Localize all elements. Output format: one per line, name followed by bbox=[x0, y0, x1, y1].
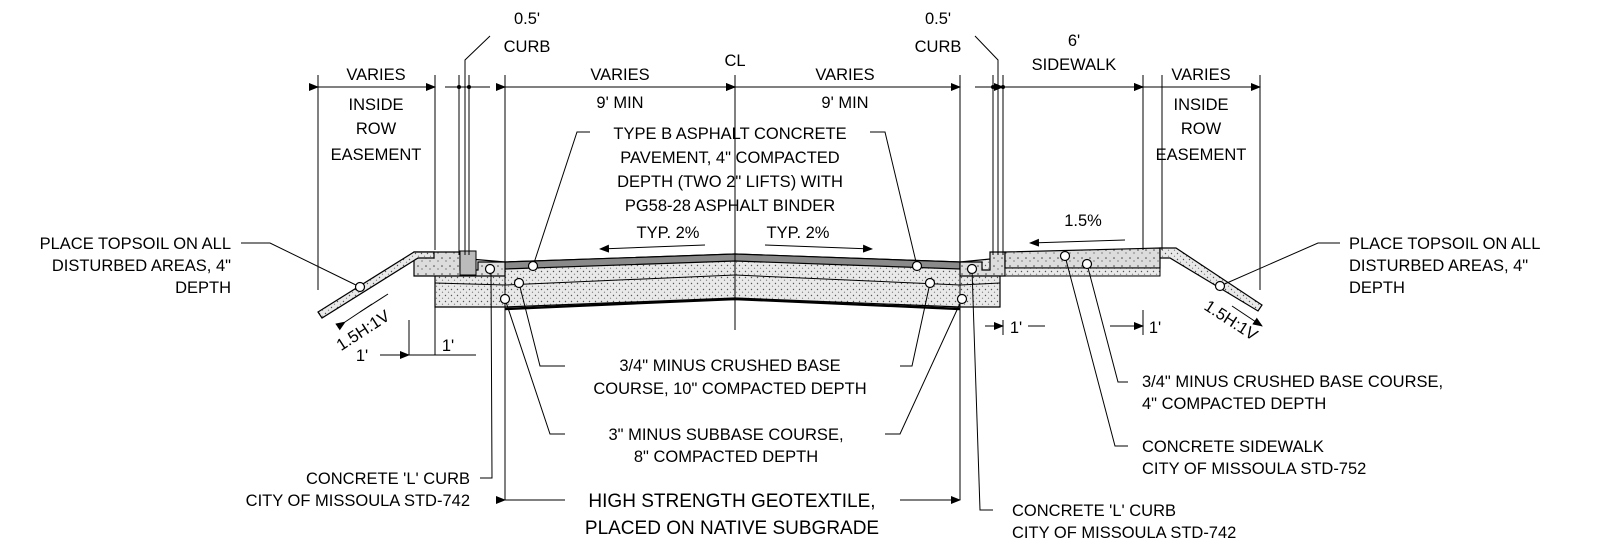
varies-lane-left: VARIES bbox=[590, 66, 649, 84]
asphalt-line-2: PAVEMENT, 4" COMPACTED bbox=[620, 149, 840, 167]
min-lane-right: 9' MIN bbox=[821, 94, 868, 112]
curb-left-word: CURB bbox=[504, 38, 551, 56]
right-curb bbox=[959, 251, 1006, 277]
asphalt-line-4: PG58-28 ASPHALT BINDER bbox=[625, 197, 835, 215]
base-line-1: 3/4" MINUS CRUSHED BASE bbox=[619, 357, 840, 375]
callout-leaders bbox=[241, 131, 1340, 511]
row-right: ROW bbox=[1181, 120, 1222, 138]
geotextile-line-2: PLACED ON NATIVE SUBGRADE bbox=[585, 518, 879, 539]
curb-left-callout-1: CONCRETE 'L' CURB bbox=[306, 470, 470, 488]
varies-left: VARIES bbox=[346, 66, 405, 84]
varies-right: VARIES bbox=[1171, 66, 1230, 84]
inside-left: INSIDE bbox=[348, 96, 403, 114]
asphalt-line-3: DEPTH (TWO 2" LIFTS) WITH bbox=[617, 173, 843, 191]
base-line-2: COURSE, 10" COMPACTED DEPTH bbox=[593, 380, 866, 398]
curb-leaders bbox=[464, 35, 999, 255]
inside-right: INSIDE bbox=[1173, 96, 1228, 114]
sidewalk-concrete-1: CONCRETE SIDEWALK bbox=[1142, 438, 1324, 456]
slope-left-label: TYP. 2% bbox=[637, 224, 700, 242]
topsoil-right-2: DISTURBED AREAS, 4" bbox=[1349, 257, 1528, 275]
curb-left-callout-2: CITY OF MISSOULA STD-742 bbox=[246, 492, 470, 510]
min-lane-left: 9' MIN bbox=[596, 94, 643, 112]
left-curb bbox=[413, 250, 506, 277]
curb-right-callout-2: CITY OF MISSOULA STD-742 bbox=[1012, 524, 1236, 542]
dimension-lines bbox=[309, 83, 1261, 504]
sidewalk bbox=[1004, 247, 1161, 277]
curb-right-word: CURB bbox=[915, 38, 962, 56]
sidewalk-slope-label: 1.5% bbox=[1064, 212, 1102, 230]
one-ft-d: 1' bbox=[1149, 319, 1161, 337]
sidewalk-concrete-2: CITY OF MISSOULA STD-752 bbox=[1142, 460, 1366, 478]
topsoil-right-1: PLACE TOPSOIL ON ALL bbox=[1349, 235, 1540, 253]
easement-left: EASEMENT bbox=[331, 146, 422, 164]
varies-lane-right: VARIES bbox=[815, 66, 874, 84]
asphalt-line-1: TYPE B ASPHALT CONCRETE bbox=[613, 125, 846, 143]
curb-right-callout-1: CONCRETE 'L' CURB bbox=[1012, 502, 1176, 520]
right-slope bbox=[1159, 247, 1263, 312]
base-subbase-layers bbox=[434, 253, 1001, 308]
sidewalk-base-2: 4" COMPACTED DEPTH bbox=[1142, 395, 1326, 413]
one-ft-a: 1' bbox=[356, 347, 368, 365]
geotextile-line-1: HIGH STRENGTH GEOTEXTILE, bbox=[588, 491, 875, 512]
one-ft-c: 1' bbox=[1010, 319, 1022, 337]
topsoil-left-3: DEPTH bbox=[175, 279, 231, 297]
one-ft-b: 1' bbox=[442, 337, 454, 355]
sidewalk-base-1: 3/4" MINUS CRUSHED BASE COURSE, bbox=[1142, 373, 1443, 391]
curb-left-dim: 0.5' bbox=[514, 10, 540, 28]
subbase-line-2: 8" COMPACTED DEPTH bbox=[634, 448, 818, 466]
topsoil-left-2: DISTURBED AREAS, 4" bbox=[52, 257, 231, 275]
easement-right: EASEMENT bbox=[1156, 146, 1247, 164]
labels: 0.5' CURB 0.5' CURB CL 6' SIDEWALK VARIE… bbox=[40, 10, 1541, 542]
centerline-label: CL bbox=[724, 52, 745, 70]
slope-arrows bbox=[335, 238, 1263, 331]
subbase-line-1: 3" MINUS SUBBASE COURSE, bbox=[608, 426, 843, 444]
left-slope bbox=[317, 251, 435, 319]
curb-right-dim: 0.5' bbox=[925, 10, 951, 28]
sidewalk-word: SIDEWALK bbox=[1032, 56, 1117, 74]
topsoil-right-3: DEPTH bbox=[1349, 279, 1405, 297]
sidewalk-dim: 6' bbox=[1068, 32, 1080, 50]
topsoil-left-1: PLACE TOPSOIL ON ALL bbox=[40, 235, 231, 253]
slope-right-label: TYP. 2% bbox=[767, 224, 830, 242]
row-left: ROW bbox=[356, 120, 397, 138]
